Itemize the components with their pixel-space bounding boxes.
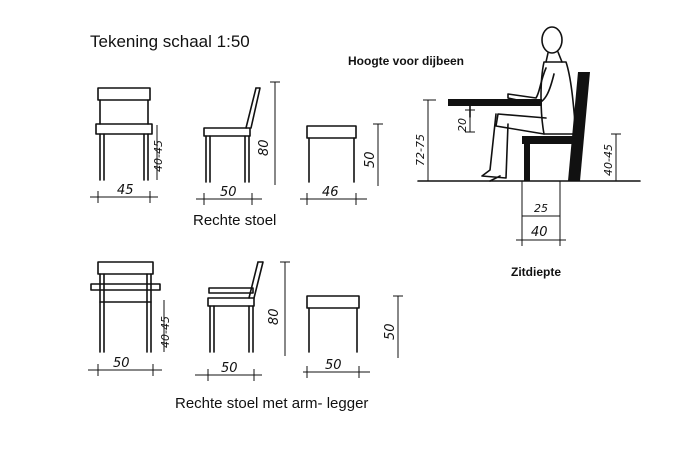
armchair-caption: Rechte stoel met arm- legger [175,395,369,412]
armchair-front-width-dimension: 50 [88,356,162,376]
stool-height-dimension: 50 [363,123,383,186]
armchair-back-height-text: 80 [267,308,282,325]
back-height-text: 80 [257,139,272,156]
seat-depth-label: Zitdiepte [511,265,561,279]
armchair-front-width-text: 50 [113,356,130,371]
armchair-side-width-text: 50 [221,361,238,376]
armchair-top-width-dimension: 50 [303,358,370,378]
side-width-dimension: 50 [196,185,262,205]
stool-height-text: 50 [363,151,378,168]
armchair-side-width-dimension: 50 [195,361,262,381]
side-width-text: 50 [220,185,237,200]
person-seat-height-text: 40-45 [602,144,615,176]
armchair-stool-height-text: 50 [383,323,398,340]
table-height-text: 72-75 [414,134,427,166]
chair-side-view [203,87,261,183]
thigh-height-label: Hoogte voor dijbeen [348,54,465,68]
armchair-back-height-dimension: 80 [267,261,290,356]
armchair-top-width-text: 50 [325,358,342,373]
person-seat-height-dimension: 40-45 [602,133,621,181]
thigh-clearance-dimension: 20 [456,109,475,133]
seated-person-diagram [417,26,641,182]
front-width-dimension: 45 [90,183,158,203]
straight-chair-caption: Rechte stoel [193,212,277,229]
armchair-side-view [207,261,264,353]
top-width-text: 46 [322,185,339,200]
front-width-text: 45 [117,183,134,198]
seat-height-dimension: 40-45 [152,125,165,180]
top-width-dimension: 46 [300,185,367,205]
seat-depth-inner-text: 25 [534,202,548,215]
armchair-seat-height-text: 40-45 [159,316,172,348]
seat-depth-outer-text: 40 [531,225,548,240]
armchair-front-view [90,261,161,353]
armchair-stool-height-dimension: 50 [383,295,403,358]
armchair-top-view [306,295,360,353]
thigh-clearance-text: 20 [456,118,469,132]
back-height-dimension: 80 [257,81,280,185]
drawing-title: Tekening schaal 1:50 [90,32,250,51]
armchair-seat-height-dimension: 40-45 [159,300,172,352]
chair-front-view [95,87,153,181]
seat-depth-dimension: 25 40 [516,181,566,246]
seat-height-text: 40-45 [152,140,165,172]
table-height-dimension: 72-75 [414,99,436,181]
chair-top-view [306,125,357,183]
